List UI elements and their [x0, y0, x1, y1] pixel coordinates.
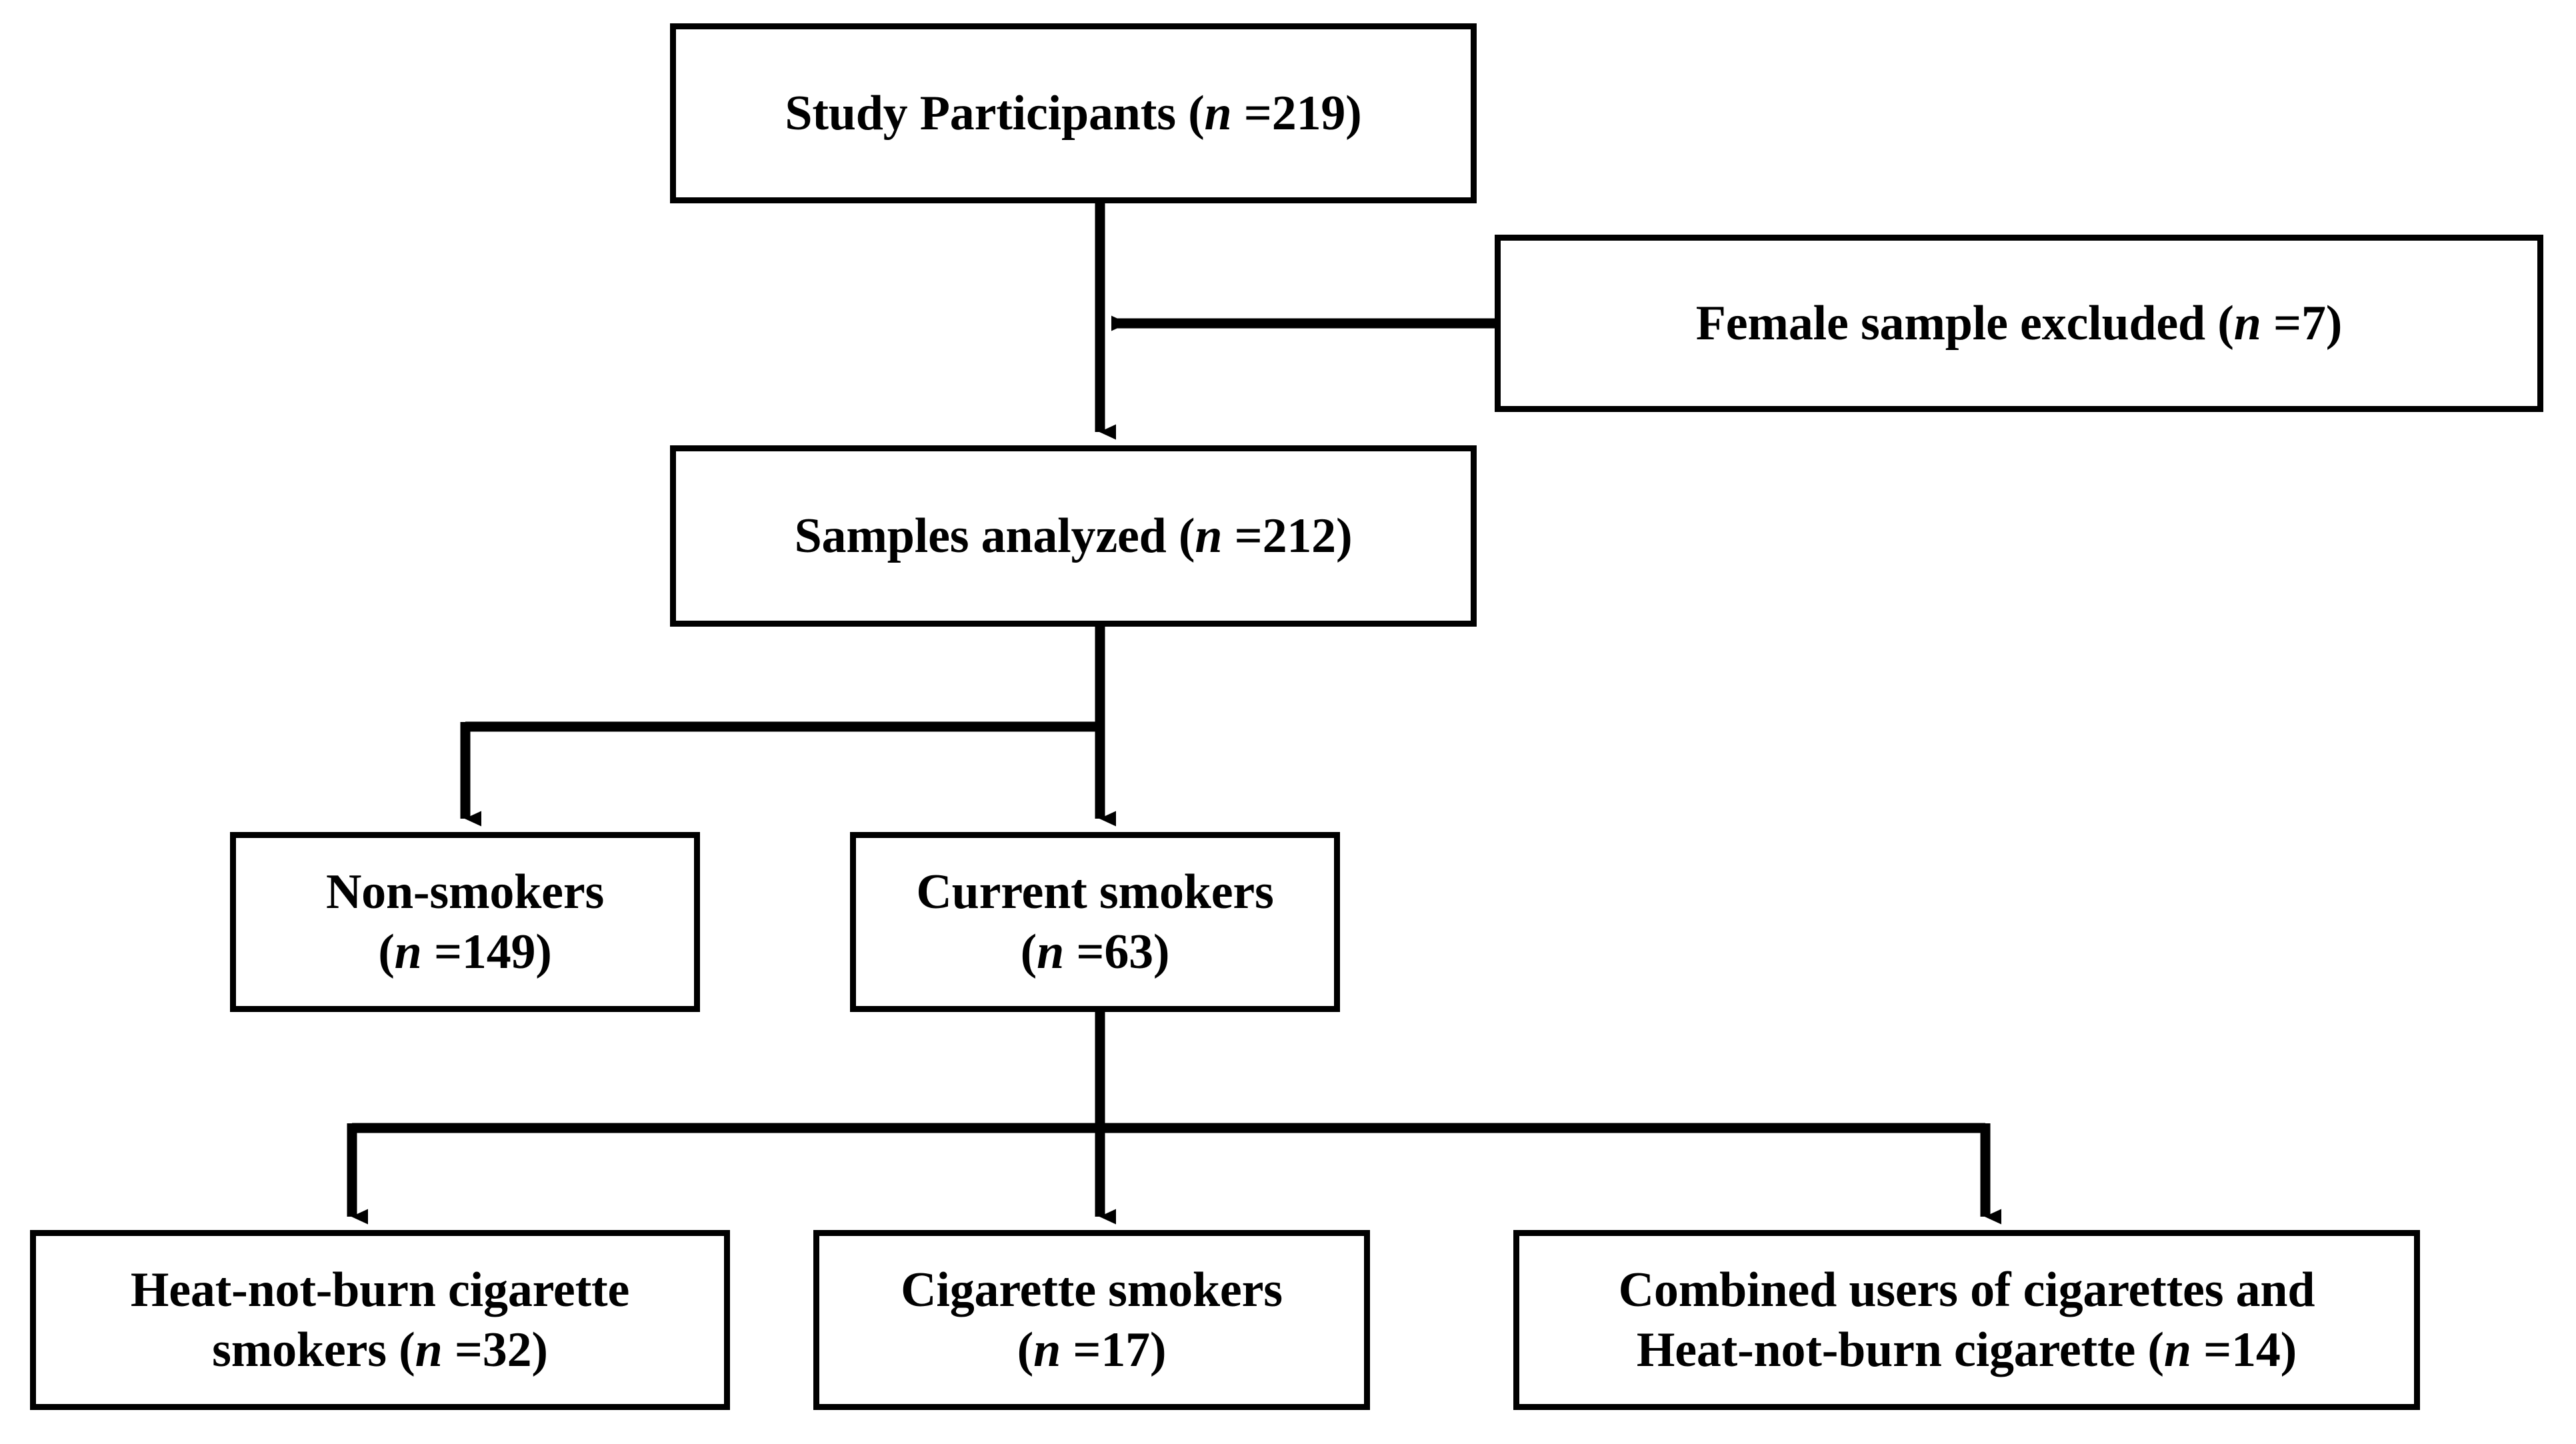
node-female-excluded-label: Female sample excluded (n =7) — [1695, 295, 2343, 351]
node-non-smokers-label: Non-smokers(n =149) — [325, 864, 605, 979]
edge-samples-split — [460, 627, 1116, 827]
node-samples-analyzed-label: Samples analyzed (n =212) — [794, 508, 1353, 563]
node-study-participants: Study Participants (n =219) — [670, 23, 1477, 203]
edge-current-split — [347, 1012, 2001, 1225]
node-non-smokers: Non-smokers(n =149) — [230, 832, 700, 1012]
node-cigarette-smokers: Cigarette smokers(n =17) — [813, 1230, 1370, 1410]
node-cigarette-smokers-label: Cigarette smokers(n =17) — [901, 1262, 1283, 1377]
node-female-excluded: Female sample excluded (n =7) — [1495, 235, 2543, 412]
node-study-participants-label: Study Participants (n =219) — [785, 85, 1362, 141]
node-current-smokers-label: Current smokers(n =63) — [916, 864, 1274, 979]
node-samples-analyzed: Samples analyzed (n =212) — [670, 445, 1477, 627]
node-current-smokers: Current smokers(n =63) — [850, 832, 1340, 1012]
